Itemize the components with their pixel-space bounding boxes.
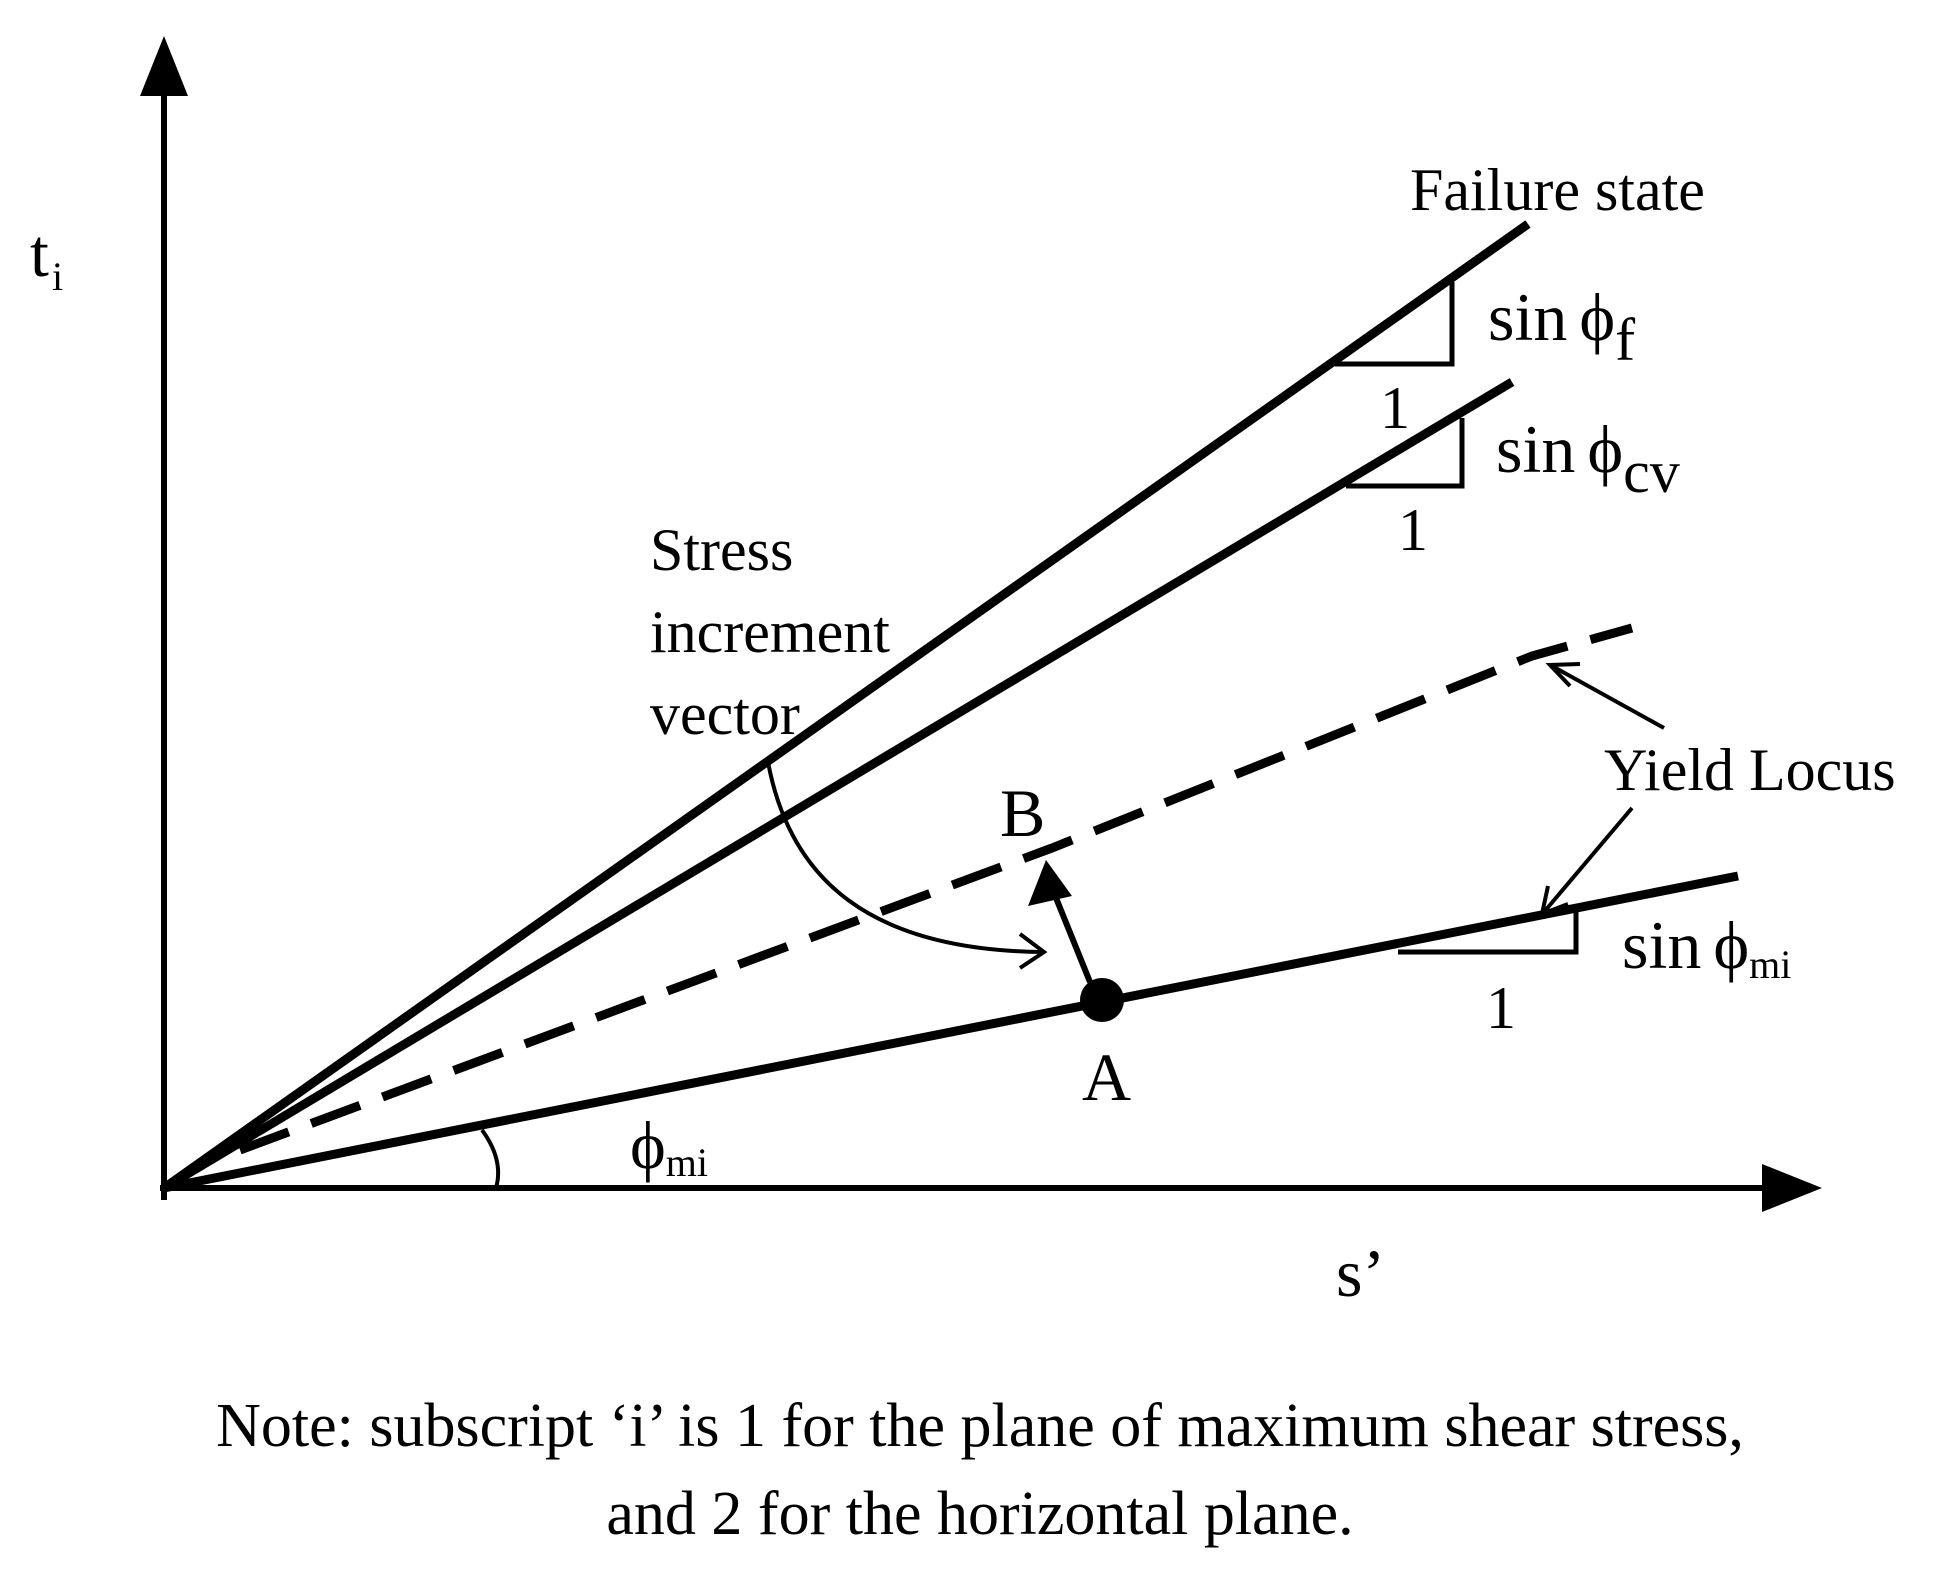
y-axis-label-subscript: i [52, 254, 63, 299]
stress-increment-line-1: Stress [650, 517, 793, 583]
note-line-1: Note: subscript ‘i’ is 1 for the plane o… [216, 1392, 1744, 1460]
stress-increment-pointer [766, 761, 1043, 954]
failure-run-label: 1 [1380, 375, 1410, 441]
y-axis-arrowhead [140, 36, 188, 96]
y-axis-label: t [30, 215, 49, 291]
yield-locus-leader-upper-head [1545, 662, 1581, 688]
failure-slope-triangle [1335, 282, 1455, 367]
cv-run-label: 1 [1398, 497, 1428, 563]
axes [160, 90, 1780, 1200]
cv-slope-triangle [1346, 418, 1465, 489]
angle-label: ϕmi [630, 1107, 708, 1185]
initial-yield-line [163, 871, 1739, 1193]
point-a [1080, 978, 1124, 1022]
angle-arc [480, 1128, 501, 1189]
point-b-label: B [1000, 775, 1045, 851]
note-line-2: and 2 for the horizontal plane. [606, 1480, 1353, 1548]
stress-increment-arrow-shaft [1049, 886, 1093, 984]
critical-state-line [161, 378, 1515, 1192]
stress-increment-line-2: increment [650, 599, 890, 665]
x-axis-arrowhead [1762, 1164, 1822, 1212]
stress-increment-arrowhead [1028, 860, 1072, 906]
mi-run-label: 1 [1486, 975, 1516, 1041]
yield-locus-label: Yield Locus [1604, 737, 1896, 803]
yield-locus-leader-upper [1551, 664, 1665, 730]
x-axis-label: s’ [1336, 1235, 1385, 1311]
yield-locus-leader-lower-head [1539, 885, 1569, 918]
yield-locus-leader-lower [1542, 806, 1634, 914]
stress-increment-pointer-head [1018, 932, 1048, 970]
yield-locus-dashed [238, 623, 1634, 1155]
failure-state-line [161, 220, 1531, 1192]
stress-increment-label: Stress increment vector [650, 517, 905, 747]
point-a-label: A [1082, 1039, 1131, 1115]
stress-increment-line-3: vector [650, 681, 800, 747]
failure-state-label: Failure state [1410, 157, 1705, 223]
mi-slope-triangle [1398, 906, 1579, 955]
